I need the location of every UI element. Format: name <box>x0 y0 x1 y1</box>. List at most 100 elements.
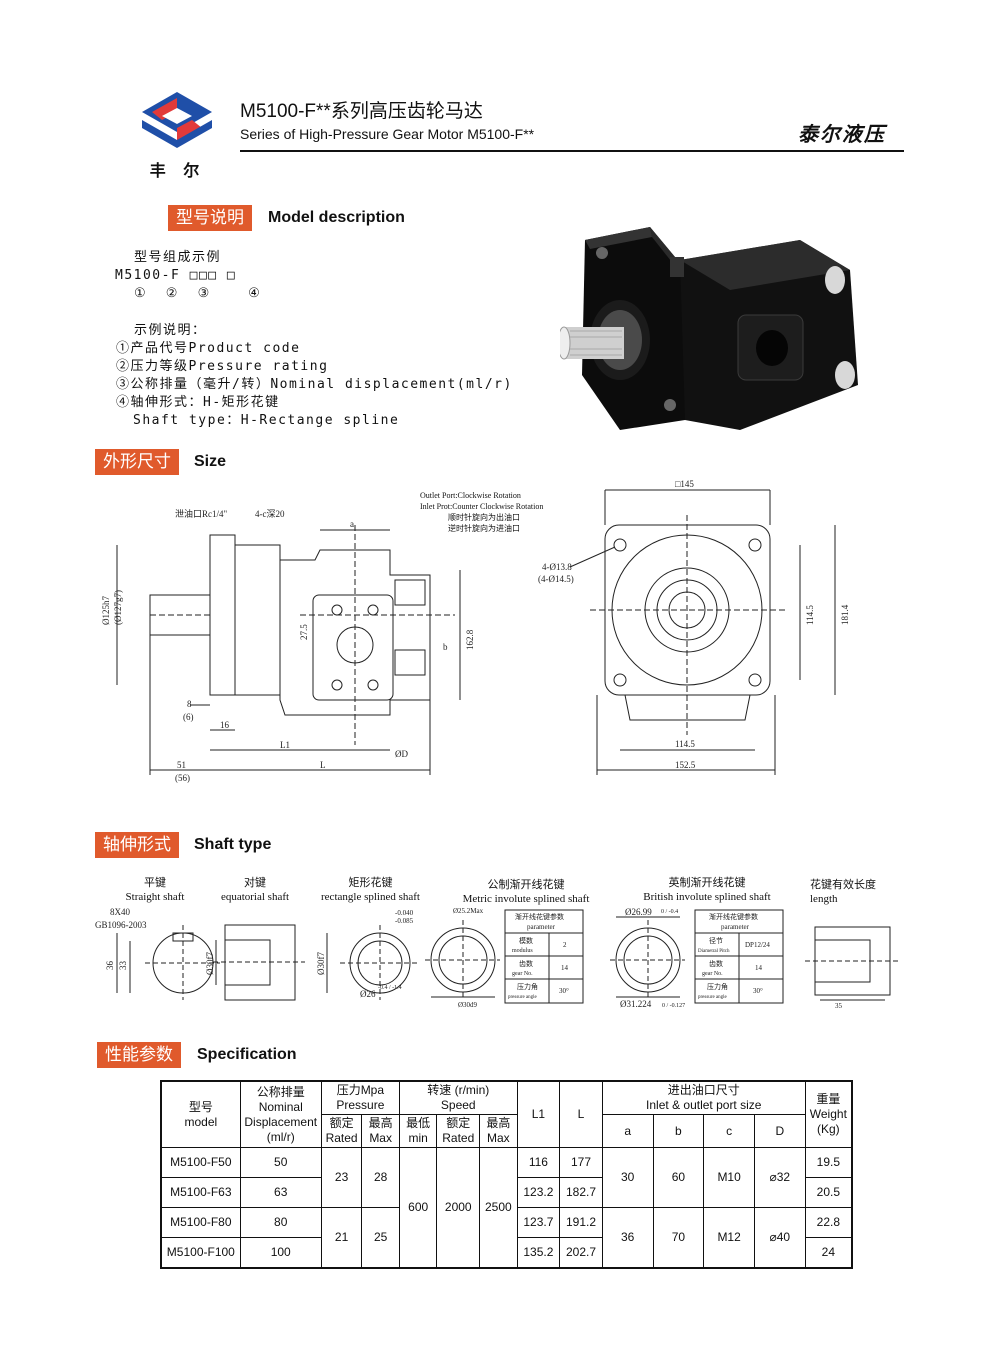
model-code-index: ① ② ③ ④ <box>134 286 262 301</box>
th-port-b: b <box>652 1114 705 1148</box>
th-max-pressure: 最高 Max <box>361 1114 400 1148</box>
th-L1: L1 <box>516 1080 561 1148</box>
dim-1525: 152.5 <box>675 760 696 770</box>
th-displacement: 公称排量 Nominal Displacement (ml/r) <box>239 1080 322 1148</box>
ccw-note-cn: 逆时针旋向为进油口 <box>448 524 520 533</box>
dim-1814: 181.4 <box>840 604 850 625</box>
th-port-a: a <box>601 1114 654 1148</box>
shaft-type-length-cn: 花键有效长度 <box>810 879 876 891</box>
dim-56: (56) <box>175 773 190 783</box>
cell-disp: 80 <box>239 1207 322 1238</box>
metric-row1-k1: 模数 <box>519 936 533 945</box>
dim-30d9: Ø30d9 <box>458 1001 478 1009</box>
cell-weight: 19.5 <box>804 1147 853 1178</box>
cell-L: 182.7 <box>559 1177 603 1208</box>
cell-model: M5100-F100 <box>160 1237 241 1268</box>
british-row1-k1: 径节 <box>709 936 723 945</box>
cell-port-a: 36 <box>601 1207 654 1268</box>
th-model: 型号 model <box>160 1080 241 1148</box>
cell-L1: 123.7 <box>516 1207 561 1238</box>
cell-port-D: ⌀40 <box>753 1207 806 1268</box>
metric-row2-k2: gear No. <box>512 971 533 977</box>
shaft-type-british: 英制渐开线花键 British involute splined shaft <box>618 876 796 904</box>
explain-title: 示例说明： <box>134 323 207 338</box>
cell-port-c: M10 <box>703 1147 755 1208</box>
cell-rated-pressure: 21 <box>320 1207 363 1268</box>
size-section-title: Size <box>194 453 227 470</box>
dim-std: GB1096-2003 <box>95 920 147 930</box>
th-min-speed: 最低 min <box>398 1114 438 1148</box>
th-max-speed: 最高 Max <box>479 1114 518 1148</box>
th-pressure: 压力Mpa Pressure <box>320 1080 400 1115</box>
cell-disp: 50 <box>239 1147 322 1178</box>
cell-L: 202.7 <box>559 1237 603 1268</box>
dim-1145-v: 114.5 <box>805 605 815 625</box>
dim-35: 35 <box>835 1002 843 1010</box>
cell-L: 191.2 <box>559 1207 603 1238</box>
metric-row3-k1: 压力角 <box>517 982 538 991</box>
dim-26-tol: -0.4 / -1.4 <box>378 985 402 991</box>
cell-model: M5100-F63 <box>160 1177 241 1208</box>
shaft-type-rectangle-en: rectangle splined shaft <box>321 891 420 903</box>
metric-row1-k2: modulus <box>512 948 533 954</box>
cw-note-cn: 顺时针旋向为出油口 <box>448 513 520 522</box>
inlet-note-en: Inlet Prot:Counter Clockwise Rotation <box>420 502 544 511</box>
dim-2699: Ø26.99 <box>625 907 652 917</box>
dim-d127: (Ø127g7) <box>113 590 123 625</box>
dim-16: 16 <box>220 720 230 730</box>
cell-rated-pressure: 23 <box>320 1147 363 1208</box>
dim-275: 27.5 <box>299 624 309 640</box>
dim-31224: Ø31.224 <box>620 999 652 1009</box>
dim-holes-front-2: (4-Ø14.5) <box>538 574 574 584</box>
cell-port-D: ⌀32 <box>753 1147 806 1208</box>
explain-line-4: ④轴伸形式：H-矩形花键 <box>116 395 280 410</box>
metric-table-title: 渐开线花键参数 <box>515 912 564 921</box>
logo-text: 丰 尔 <box>149 161 206 180</box>
metric-row3-v: 30° <box>559 987 569 995</box>
british-row2-v: 14 <box>755 964 763 972</box>
british-row3-v: 30° <box>753 987 763 995</box>
dim-30f7-a: Ø30f7 <box>205 952 215 975</box>
th-port-D: D <box>753 1114 806 1148</box>
cell-L1: 135.2 <box>516 1237 561 1268</box>
british-row2-k1: 齿数 <box>709 959 723 968</box>
dim-a: a <box>350 519 354 529</box>
dim-26: Ø26 <box>360 989 376 999</box>
dim-L: L <box>320 760 326 770</box>
shaft-type-equatorial-en: equatorial shaft <box>220 891 290 903</box>
shaft-type-rectangle: 矩形花键 rectangle splined shaft <box>303 876 438 904</box>
british-table-title: 渐开线花键参数 <box>709 912 758 921</box>
spec-table: 型号 model 公称排量 Nominal Displacement (ml/r… <box>160 1080 853 1269</box>
dim-drain: 泄油口Rc1/4" <box>175 508 227 519</box>
brand-name: 泰尔液压 <box>798 122 886 146</box>
british-row3-k1: 压力角 <box>707 982 728 991</box>
cell-weight: 20.5 <box>804 1177 853 1208</box>
dim-tol-1: -0.040 <box>395 909 414 917</box>
header-rule <box>240 150 904 152</box>
cell-disp: 63 <box>239 1177 322 1208</box>
th-weight: 重量 Weight (Kg) <box>804 1080 853 1148</box>
port-notes: Outlet Port:Clockwise Rotation Inlet Pro… <box>420 490 543 534</box>
dim-holes: 4-c深20 <box>255 509 285 519</box>
shaft-type-straight-cn: 平键 <box>144 877 166 889</box>
cell-weight: 24 <box>804 1237 853 1268</box>
table-row: M5100-F50 50 23 28 600 2000 2500 116 177… <box>160 1147 853 1268</box>
cell-L: 177 <box>559 1147 603 1178</box>
shaft-type-metric-cn: 公制渐开线花键 <box>487 879 565 891</box>
spec-section-tag: 性能参数 <box>97 1042 181 1068</box>
shaft-type-straight: 平键 Straight shaft <box>110 876 200 904</box>
british-row1-v: DP12/24 <box>745 941 770 949</box>
dim-b: b <box>443 642 448 652</box>
example-title: 型号组成示例 <box>134 250 222 265</box>
british-row2-k2: gear No. <box>702 971 723 977</box>
dim-8: 8 <box>187 699 192 709</box>
shaft-section-title: Shaft type <box>194 836 272 853</box>
shaft-type-british-cn: 英制渐开线花键 <box>668 877 746 889</box>
th-L: L <box>559 1080 603 1148</box>
size-section-tag: 外形尺寸 <box>95 449 179 475</box>
cell-port-c: M12 <box>703 1207 755 1268</box>
th-port-c: c <box>703 1114 755 1148</box>
metric-row1-v: 2 <box>563 941 567 949</box>
table-row: M5100-F80 80 21 25 123.7 191.2 36 70 M12… <box>160 1207 853 1268</box>
page-title-cn: M5100-F**系列高压齿轮马达 <box>240 101 483 122</box>
